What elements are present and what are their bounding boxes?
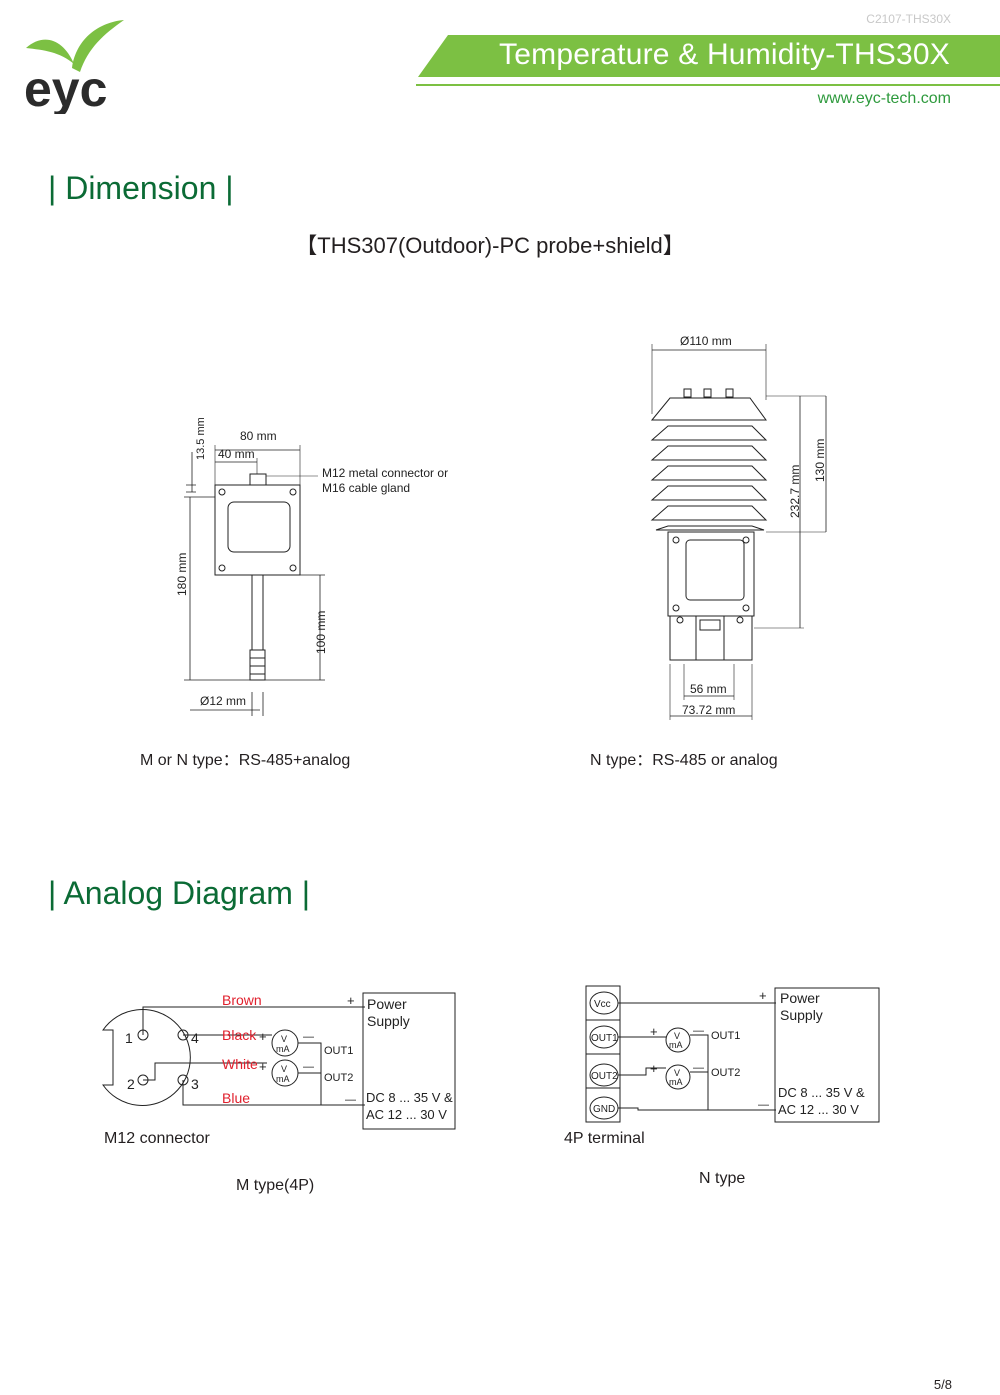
shield-dimension-drawing: Ø110 mm 232.7 mm 130 mm 56 mm 73.72 mm bbox=[650, 334, 827, 720]
probe-outline bbox=[251, 574, 264, 651]
wire-blue-label: Blue bbox=[222, 1090, 250, 1106]
n-meter-2 bbox=[665, 1064, 691, 1090]
meter-2-ma: mA bbox=[276, 1074, 290, 1084]
wire-white bbox=[143, 1062, 267, 1081]
meter-1-minus: — bbox=[303, 1031, 314, 1043]
meter-2-plus: + bbox=[259, 1059, 267, 1074]
analog-section-title: | Analog Diagram | bbox=[48, 875, 311, 911]
meter-1-plus: + bbox=[259, 1029, 267, 1044]
out1-term-label: OUT1 bbox=[591, 1033, 618, 1044]
supply-minus: — bbox=[345, 1094, 356, 1106]
shield-housing bbox=[667, 531, 755, 617]
pin-1-label: 1 bbox=[125, 1030, 133, 1046]
m-out2-label: OUT2 bbox=[324, 1072, 353, 1084]
n-type-caption: N type bbox=[699, 1170, 746, 1187]
m12-connector-outline bbox=[102, 1009, 191, 1106]
document-code: C2107-THS30X bbox=[866, 12, 951, 26]
n-wire-out2 bbox=[618, 1067, 666, 1076]
page-number: 5/8 bbox=[933, 1377, 952, 1392]
m12-connector-label: M12 connector bbox=[104, 1130, 210, 1147]
left-drawing-caption: M or N type：RS-485+analog bbox=[140, 752, 351, 769]
n-power-line2: Supply bbox=[780, 1007, 823, 1023]
dim-130: 130 mm bbox=[813, 439, 827, 482]
dim-13-5: 13.5 mm bbox=[195, 417, 207, 460]
dim-73-72: 73.72 mm bbox=[682, 703, 735, 717]
dim-d110: Ø110 mm bbox=[680, 334, 732, 348]
n-dc-line: DC 8 ... 35 V & bbox=[778, 1085, 865, 1100]
n-power-line1: Power bbox=[780, 990, 820, 1006]
logo-text: eyc bbox=[24, 61, 107, 114]
m-ac-line: AC 12 ... 30 V bbox=[366, 1107, 447, 1122]
n-meter-2-minus: — bbox=[693, 1062, 704, 1074]
n-ac-line: AC 12 ... 30 V bbox=[778, 1102, 859, 1117]
connector-note-line2: M16 cable gland bbox=[322, 481, 410, 495]
dim-100: 100 mm bbox=[314, 611, 328, 654]
n-meter-1-ma: mA bbox=[669, 1040, 683, 1050]
n-supply-plus: + bbox=[759, 988, 767, 1003]
n-out1-label: OUT1 bbox=[711, 1030, 740, 1042]
supply-plus: + bbox=[347, 993, 355, 1008]
n-meter-1-plus: + bbox=[650, 1024, 658, 1039]
pin-3-label: 3 bbox=[191, 1076, 199, 1092]
dim-d12: Ø12 mm bbox=[200, 694, 246, 708]
dim-232-7: 232.7 mm bbox=[788, 465, 802, 518]
meter-2-v: V bbox=[281, 1064, 287, 1074]
dim-40: 40 mm bbox=[218, 447, 255, 461]
m-power-line1: Power bbox=[367, 996, 407, 1012]
n-wire-gnd bbox=[618, 1107, 776, 1111]
connector-note-line1: M12 metal connector or bbox=[322, 466, 448, 480]
wire-white-label: White bbox=[222, 1056, 258, 1072]
radiation-shield-plates bbox=[650, 397, 768, 531]
terminal-label: 4P terminal bbox=[564, 1130, 645, 1147]
out2-term-label: OUT2 bbox=[591, 1071, 618, 1082]
n-power-supply-box bbox=[774, 987, 880, 1123]
m-type-caption: M type(4P) bbox=[236, 1177, 315, 1194]
vcc-label: Vcc bbox=[594, 999, 611, 1010]
m-power-supply-box bbox=[362, 992, 456, 1130]
dim-180: 180 mm bbox=[175, 553, 189, 596]
meter-1-v: V bbox=[281, 1034, 287, 1044]
pin-2-label: 2 bbox=[127, 1076, 135, 1092]
page-title: Temperature & Humidity-THS30X bbox=[499, 38, 950, 71]
wire-black-label: Black bbox=[222, 1027, 257, 1043]
m-power-line2: Supply bbox=[367, 1013, 410, 1029]
n-meter-2-v: V bbox=[674, 1068, 680, 1078]
gnd-label: GND bbox=[593, 1104, 615, 1115]
dimension-section-title: | Dimension | bbox=[48, 170, 234, 206]
meter-2-minus: — bbox=[303, 1061, 314, 1073]
probe-dimension-drawing: 13.5 mm 80 mm 40 mm M12 metal connector … bbox=[175, 417, 448, 716]
right-drawing-caption: N type：RS-485 or analog bbox=[590, 752, 778, 769]
dimension-subtitle: 【THS307(Outdoor)-PC probe+shield】 bbox=[295, 233, 685, 258]
logo-leaf-left bbox=[26, 39, 74, 64]
title-banner bbox=[418, 35, 1000, 77]
wire-brown-label: Brown bbox=[222, 992, 262, 1008]
connector-outline bbox=[249, 473, 267, 486]
m-dc-line: DC 8 ... 35 V & bbox=[366, 1090, 453, 1105]
n-supply-minus: — bbox=[758, 1099, 769, 1111]
m-out1-label: OUT1 bbox=[324, 1045, 353, 1057]
n-out2-label: OUT2 bbox=[711, 1067, 740, 1079]
meter-1-ma: mA bbox=[276, 1044, 290, 1054]
logo-leaf-right bbox=[72, 20, 124, 72]
wire-blue bbox=[182, 1080, 365, 1106]
m-type-wiring-diagram: Brown Black White Blue 1 4 2 3 V mA V mA… bbox=[102, 992, 456, 1130]
n-meter-2-plus: + bbox=[650, 1061, 658, 1076]
housing-window bbox=[227, 501, 291, 553]
n-meter-1-v: V bbox=[674, 1031, 680, 1041]
wire-brown bbox=[142, 1006, 365, 1035]
n-meter-1 bbox=[665, 1027, 691, 1053]
dim-80: 80 mm bbox=[240, 429, 277, 443]
eyc-logo: eyc bbox=[24, 20, 124, 114]
website-link[interactable]: www.eyc-tech.com bbox=[817, 90, 951, 107]
n-meter-1-minus: — bbox=[693, 1025, 704, 1037]
n-meter-2-ma: mA bbox=[669, 1077, 683, 1087]
n-type-wiring-diagram: Vcc OUT1 OUT2 GND V mA V mA + + — — OUT1… bbox=[585, 985, 880, 1123]
dim-56: 56 mm bbox=[690, 682, 727, 696]
title-underline bbox=[416, 84, 1000, 86]
pin-4-label: 4 bbox=[191, 1030, 199, 1046]
